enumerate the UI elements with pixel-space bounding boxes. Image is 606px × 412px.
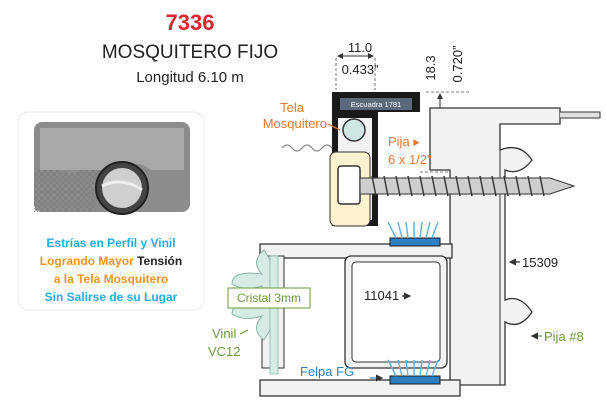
vinil-label-1: Vinil bbox=[212, 326, 236, 341]
height-in-label: 0.720” bbox=[450, 46, 465, 83]
detail-illustration bbox=[34, 122, 190, 215]
vinyl-spline bbox=[342, 118, 366, 142]
screw-6x1-2 bbox=[337, 165, 576, 205]
info-line-2a: Logrando Mayor bbox=[40, 254, 137, 268]
pija8-label: Pija #8 bbox=[544, 329, 584, 344]
sash-profile-11041 bbox=[259, 243, 461, 397]
glass-pane bbox=[269, 255, 279, 375]
profile-11041-label: 11041 bbox=[364, 288, 399, 303]
pija-label-2: 6 x 1/2" bbox=[388, 152, 432, 167]
tela-label-1: Tela bbox=[280, 100, 305, 115]
product-subtitle: Longitud 6.10 m bbox=[136, 69, 244, 86]
pija-label-1: Pija ▸ bbox=[388, 134, 420, 149]
info-line-4: Sin Salirse de su Lugar bbox=[45, 290, 178, 304]
info-line-2b: Tensión bbox=[137, 254, 182, 268]
info-line-3: a la Tela Mosquitero bbox=[54, 272, 168, 286]
height-mm-label: 18.3 bbox=[423, 55, 438, 80]
escuadra-label: Escuadra 1781 bbox=[351, 100, 401, 109]
felpa-label: Felpa FG bbox=[300, 364, 354, 379]
info-line-2: Logrando Mayor Tensión bbox=[40, 254, 182, 268]
cristal-label: Cristal 3mm bbox=[237, 291, 301, 305]
product-code: 7336 bbox=[166, 10, 215, 35]
width-mm-label: 11.0 bbox=[348, 40, 372, 55]
felpa-top bbox=[387, 221, 441, 247]
width-dimension: 11.0 0.433” bbox=[335, 40, 379, 90]
width-in-label: 0.433” bbox=[342, 62, 379, 77]
mosquito-mesh-line bbox=[281, 144, 333, 152]
product-title: MOSQUITERO FIJO bbox=[102, 42, 278, 63]
vinil-label-2: VC12 bbox=[208, 344, 241, 359]
frame-profile-15309 bbox=[429, 107, 601, 386]
profile-15309-label: 15309 bbox=[522, 255, 558, 270]
cristal-label-box bbox=[227, 287, 311, 309]
felpa-bottom bbox=[387, 359, 441, 385]
info-line-1: Estrías en Perfil y Vinil bbox=[46, 236, 175, 250]
tela-label-2: Mosquitero bbox=[263, 116, 327, 131]
info-box: Estrías en Perfil y Vinil Logrando Mayor… bbox=[17, 111, 205, 311]
